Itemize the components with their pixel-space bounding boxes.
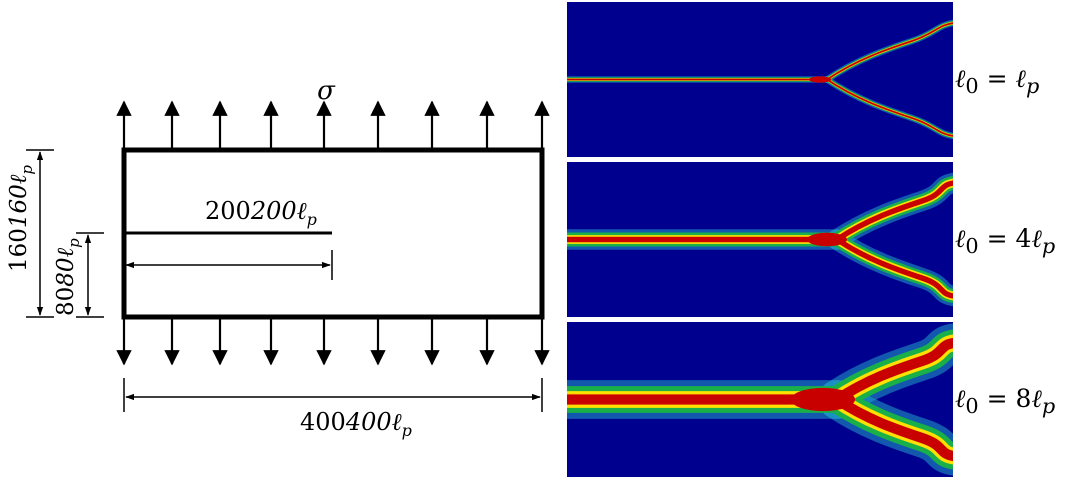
panel-label-2: ℓ0 = 4ℓp [955, 224, 1055, 258]
panel-3-lhs-sub: 0 [965, 394, 979, 418]
height-sub: p [18, 165, 36, 175]
width-sub: p [402, 421, 412, 440]
half-height-label: 8080ℓp [53, 238, 83, 316]
panel-2-rhs-sub: p [1041, 234, 1056, 258]
height-label: 160160ℓp [6, 165, 36, 272]
half-height-ell: 80ℓ [53, 247, 79, 286]
panel-3-lhs: ℓ [955, 384, 966, 413]
panel-1-lhs-sub: 0 [965, 74, 979, 98]
crack-core-upper-branch [826, 22, 953, 81]
panel-3-coef: 8 [1015, 384, 1032, 413]
crack-length-sub: p [307, 210, 317, 229]
panel-2-lhs-sub: 0 [965, 234, 979, 258]
bottom-load-arrows [116, 319, 550, 366]
width-label: 400400ℓp [300, 408, 412, 440]
crack-core-upper-branch [834, 180, 953, 243]
panel-label-1: ℓ0 = ℓp [955, 64, 1039, 98]
panel-label-3: ℓ0 = 8ℓp [955, 384, 1055, 418]
half-height-sub: p [65, 238, 83, 248]
simulation-panel [567, 322, 953, 477]
panel-1-eq: = [978, 64, 1016, 93]
panel-1-rhs-sub: p [1025, 74, 1040, 98]
simulation-panels [567, 2, 953, 477]
panel-3-rhs: ℓ [1031, 384, 1042, 413]
panel-2-lhs: ℓ [955, 224, 966, 253]
panel-1-rhs: ℓ [1015, 64, 1026, 93]
branch-point [791, 387, 855, 412]
branch-point [807, 232, 847, 247]
simulation-panel [567, 2, 953, 157]
crack-core-lower-branch [834, 236, 953, 299]
top-load-arrows [116, 100, 550, 148]
crack-core-lower-branch [831, 394, 953, 462]
width-ell: 400ℓ [345, 408, 402, 436]
simulation-panel [567, 162, 953, 317]
panel-1-lhs: ℓ [955, 64, 966, 93]
crack-length-ell: 200ℓ [250, 197, 307, 225]
crack-core-upper-branch [831, 337, 953, 405]
panel-3-rhs-sub: p [1041, 394, 1056, 418]
panel-2-coef: 4 [1015, 224, 1032, 253]
crack-length-label: 200200ℓp [205, 197, 317, 229]
panel-2-rhs: ℓ [1031, 224, 1042, 253]
branch-point [809, 76, 831, 83]
height-ell: 160ℓ [6, 174, 32, 228]
panel-2-eq: = [978, 224, 1016, 253]
crack-core-lower-branch [826, 78, 953, 137]
load-label: σ [317, 76, 336, 106]
panel-3-eq: = [978, 384, 1016, 413]
